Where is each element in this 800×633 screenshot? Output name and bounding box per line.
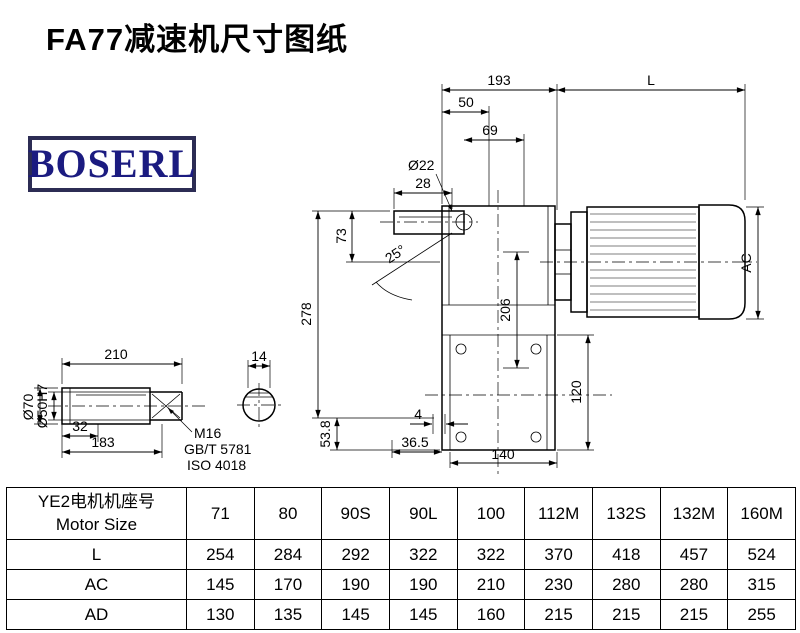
logo-text: BOSERL (27, 141, 197, 186)
inner-right-dimensions: 206 120 AC (497, 206, 764, 451)
table-row-AD: AD 130 135 145 145 160 215 215 215 255 (6, 599, 796, 630)
dim-dia22: Ø22 (408, 157, 435, 173)
dim-L: L (647, 72, 655, 88)
frame-size: 71 (186, 487, 255, 540)
dim-14: 14 (251, 348, 267, 364)
dim-value: 130 (186, 599, 255, 630)
dim-4: 4 (414, 406, 422, 422)
dim-value: 254 (186, 539, 255, 570)
dim-value: 230 (524, 569, 593, 600)
label-iso4018: ISO 4018 (187, 457, 246, 473)
dim-140: 140 (491, 446, 515, 462)
row-label: AC (6, 569, 187, 600)
dim-73: 73 (333, 228, 349, 244)
centerlines (48, 190, 757, 478)
motor-size-header: YE2电机机座号 Motor Size (6, 487, 187, 540)
dim-120: 120 (568, 380, 584, 404)
motor-size-header-en: Motor Size (55, 514, 138, 534)
dim-69: 69 (482, 122, 498, 138)
dim-value: 280 (659, 569, 729, 600)
table-header-row: YE2电机机座号 Motor Size 71 80 90S 90L 100 11… (6, 487, 796, 540)
dim-53_8: 53.8 (317, 420, 333, 447)
gearbox-housing (441, 205, 556, 451)
top-dimensions: 193 L 50 69 Ø22 28 25° (382, 72, 746, 266)
page-title: FA77减速机尺寸图纸 (46, 22, 349, 57)
dim-dia70: Ø70 (20, 394, 36, 421)
row-label: AD (6, 599, 187, 630)
dim-value: 215 (524, 599, 593, 630)
frame-size: 132S (591, 487, 661, 540)
dim-value: 322 (388, 539, 458, 570)
dim-25deg: 25° (382, 241, 408, 266)
motor-size-table: YE2电机机座号 Motor Size 71 80 90S 90L 100 11… (6, 487, 796, 630)
dim-210: 210 (104, 346, 128, 362)
output-shaft-detail: 210 Ø70 Ø50H7 32 183 M16 GB/T 5781 ISO 4… (20, 346, 252, 473)
dim-value: 190 (321, 569, 390, 600)
dim-value: 145 (321, 599, 390, 630)
dim-value: 284 (253, 539, 323, 570)
dim-value: 170 (253, 569, 323, 600)
dim-value: 524 (727, 539, 796, 570)
frame-size: 80 (253, 487, 323, 540)
table-row-L: L 254 284 292 322 322 370 418 457 524 (6, 539, 796, 570)
dim-value: 190 (388, 569, 458, 600)
dim-value: 215 (591, 599, 661, 630)
dim-183: 183 (91, 434, 115, 450)
dim-206: 206 (497, 298, 513, 322)
dim-value: 255 (727, 599, 796, 630)
dim-value: 215 (659, 599, 729, 630)
label-m16: M16 (194, 425, 221, 441)
dim-value: 135 (253, 599, 323, 630)
dim-value: 280 (591, 569, 661, 600)
dim-278: 278 (298, 302, 314, 326)
dim-AC: AC (738, 253, 754, 272)
dim-value: 292 (321, 539, 390, 570)
dim-value: 160 (456, 599, 526, 630)
motor (554, 204, 746, 320)
frame-size: 132M (659, 487, 729, 540)
dim-value: 322 (456, 539, 526, 570)
frame-size: 112M (524, 487, 593, 540)
dim-28: 28 (415, 175, 431, 191)
dim-36_5: 36.5 (401, 434, 428, 450)
bottom-dimensions: 4 36.5 140 (391, 406, 558, 468)
frame-size: 90S (321, 487, 390, 540)
row-label: L (6, 539, 187, 570)
motor-cooling-fins (590, 213, 696, 311)
input-shaft (371, 210, 473, 301)
boserl-logo: BOSERL (28, 136, 196, 192)
dim-value: 457 (659, 539, 729, 570)
frame-size: 160M (727, 487, 796, 540)
motor-size-header-cn: YE2电机机座号 (37, 492, 156, 512)
dim-value: 370 (524, 539, 593, 570)
dim-193: 193 (487, 72, 511, 88)
shaft-section-view: 14 (242, 348, 276, 422)
frame-size: 90L (388, 487, 458, 540)
dim-value: 315 (727, 569, 796, 600)
label-gbt5781: GB/T 5781 (184, 441, 252, 457)
dim-value: 210 (456, 569, 526, 600)
dim-dia50H7: Ø50H7 (34, 384, 50, 429)
dim-value: 145 (186, 569, 255, 600)
dim-32: 32 (72, 418, 88, 434)
dim-value: 145 (388, 599, 458, 630)
gearbox-dimension-drawing: 193 L 50 69 Ø22 28 25° 73 278 (20, 72, 764, 478)
dim-50: 50 (458, 94, 474, 110)
dim-value: 418 (591, 539, 661, 570)
table-row-AC: AC 145 170 190 190 210 230 280 280 315 (6, 569, 796, 600)
frame-size: 100 (456, 487, 526, 540)
